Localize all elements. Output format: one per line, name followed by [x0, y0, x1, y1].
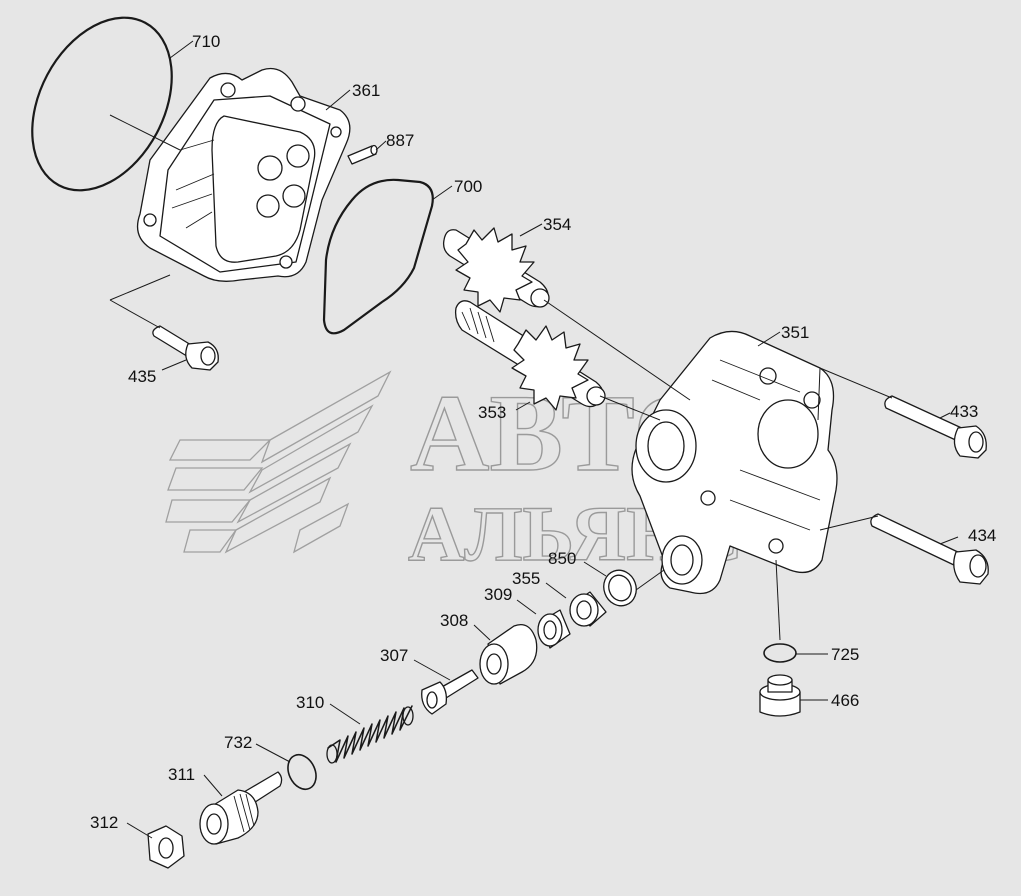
label-725: 725 — [831, 645, 859, 664]
adjusting-screw-311 — [199, 771, 283, 845]
label-311: 311 — [168, 765, 195, 784]
valve-stem-307 — [421, 669, 479, 715]
plug-466 — [759, 674, 801, 717]
spring-310 — [326, 705, 414, 764]
label-351: 351 — [781, 323, 809, 342]
pin-887 — [347, 144, 378, 165]
bolt-435 — [152, 325, 219, 371]
label-353: 353 — [478, 403, 506, 422]
gear-shaft-354 — [442, 227, 550, 313]
label-433: 433 — [950, 402, 978, 421]
ring-850 — [603, 569, 637, 607]
label-435: 435 — [128, 367, 156, 386]
label-310: 310 — [296, 693, 324, 712]
bushing-355 — [569, 591, 607, 627]
gasket-700 — [322, 178, 434, 335]
gear-shaft-353 — [454, 300, 606, 411]
label-355: 355 — [512, 569, 540, 588]
o-ring-725 — [763, 643, 797, 663]
label-732: 732 — [224, 733, 252, 752]
o-ring-732 — [287, 753, 317, 791]
label-361: 361 — [352, 81, 380, 100]
pump-body-351 — [631, 330, 838, 595]
watermark-logo — [165, 370, 392, 554]
ring-309 — [537, 609, 571, 649]
nut-312 — [147, 825, 185, 869]
label-312: 312 — [90, 813, 118, 832]
pump-cover-361 — [136, 67, 351, 282]
label-710: 710 — [192, 32, 220, 51]
label-887: 887 — [386, 131, 414, 150]
piston-308 — [479, 623, 538, 685]
label-354: 354 — [543, 215, 571, 234]
bolt-434 — [870, 513, 989, 585]
label-309: 309 — [484, 585, 512, 604]
leader-lines — [109, 40, 959, 839]
label-850: 850 — [548, 549, 576, 568]
label-466: 466 — [831, 691, 859, 710]
label-434: 434 — [968, 526, 996, 545]
label-308: 308 — [440, 611, 468, 630]
label-307: 307 — [380, 646, 408, 665]
o-ring-710 — [31, 16, 173, 192]
label-700: 700 — [454, 177, 482, 196]
part-labels: 710 361 887 700 354 351 435 433 353 434 … — [90, 32, 996, 832]
